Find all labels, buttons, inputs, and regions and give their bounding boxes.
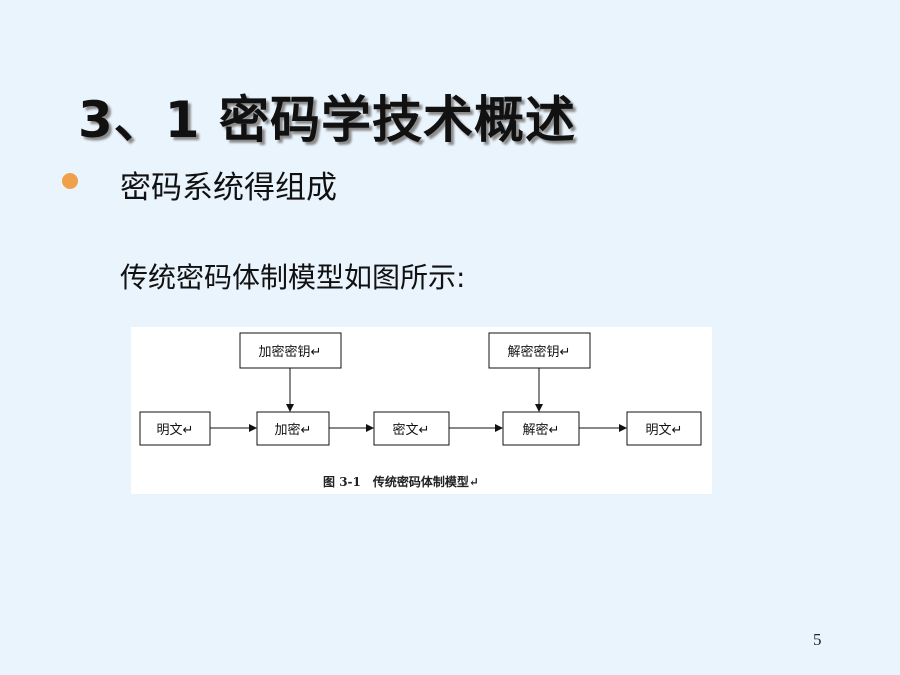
plaintext-out-box: 明文↵ (626, 411, 702, 446)
cipher-model-diagram: 加密密钥↵ 解密密钥↵ 明文↵ 加密↵ 密文↵ 解密↵ 明文↵ (139, 332, 702, 489)
plaintext-in-box: 明文↵ (139, 411, 211, 446)
encrypt-label: 加密↵ (275, 422, 312, 438)
decrypt-key-label: 解密密钥↵ (508, 344, 571, 360)
plaintext-out-label: 明文↵ (646, 423, 683, 438)
decrypt-label: 解密↵ (523, 422, 560, 438)
bullet-dot-icon (62, 173, 78, 189)
page-number: 5 (813, 630, 822, 649)
ciphertext-label: 密文↵ (393, 422, 430, 438)
encrypt-key-label: 加密密钥↵ (259, 344, 322, 360)
cipher-model-figure: 加密密钥↵ 解密密钥↵ 明文↵ 加密↵ 密文↵ 解密↵ 明文↵ (131, 327, 712, 494)
figure-caption: 图 3-1 传统密码体制模型↵ (323, 474, 479, 489)
bullet-text: 密码系统得组成 (120, 170, 337, 206)
decrypt-box: 解密↵ (502, 411, 580, 446)
slide-title: 3、1 密码学技术概述 (78, 91, 576, 149)
decrypt-key-box: 解密密钥↵ (488, 332, 591, 369)
plaintext-in-label: 明文↵ (157, 423, 194, 438)
encrypt-box: 加密↵ (256, 411, 330, 446)
encrypt-key-box: 加密密钥↵ (239, 332, 342, 369)
model-description: 传统密码体制模型如图所示: (120, 261, 466, 294)
ciphertext-box: 密文↵ (373, 411, 450, 446)
